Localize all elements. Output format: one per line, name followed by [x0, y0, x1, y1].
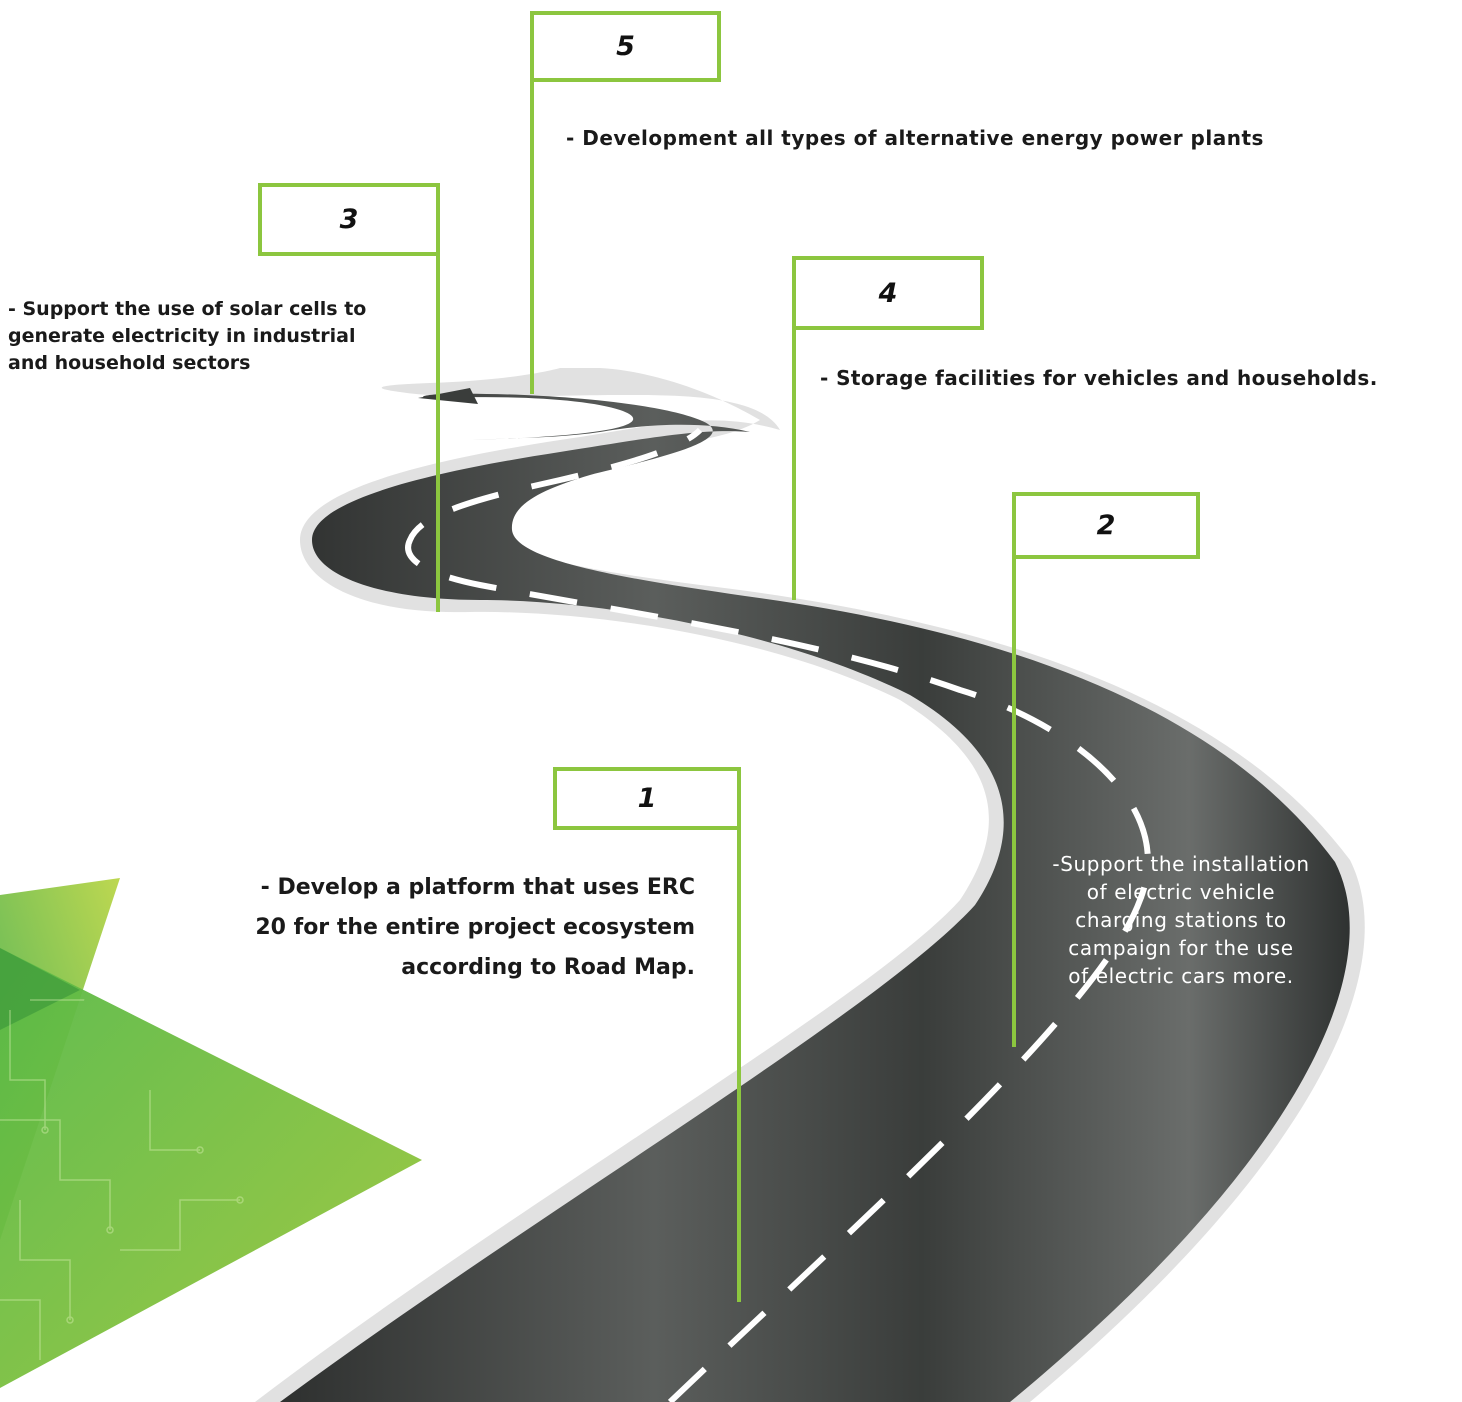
flag-pole-5 [530, 78, 534, 394]
milestone-flag-5: 5 [530, 11, 721, 82]
milestone-flag-4: 4 [792, 256, 984, 330]
milestone-flag-3: 3 [258, 183, 440, 256]
flag-pole-2 [1012, 555, 1016, 1047]
green-triangle-decoration [0, 878, 422, 1388]
flag-pole-1 [737, 826, 741, 1302]
lane-marking [405, 427, 1151, 1402]
milestone-text-3: - Support the use of solar cells to gene… [8, 298, 367, 374]
road-surface [280, 393, 1350, 1402]
milestone-flag-2: 2 [1012, 492, 1200, 559]
milestone-text-2: -Support the installation of electric ve… [1052, 852, 1310, 988]
flag-pole-3 [436, 252, 440, 612]
road-arrow-icon [418, 388, 478, 404]
milestone-text-5: - Development all types of alternative e… [566, 126, 1264, 150]
milestone-text-4: - Storage facilities for vehicles and ho… [820, 366, 1378, 390]
flag-pole-4 [792, 326, 796, 600]
milestone-flag-1: 1 [553, 767, 741, 830]
milestone-text-1: - Develop a platform that uses ERC 20 fo… [255, 875, 695, 980]
